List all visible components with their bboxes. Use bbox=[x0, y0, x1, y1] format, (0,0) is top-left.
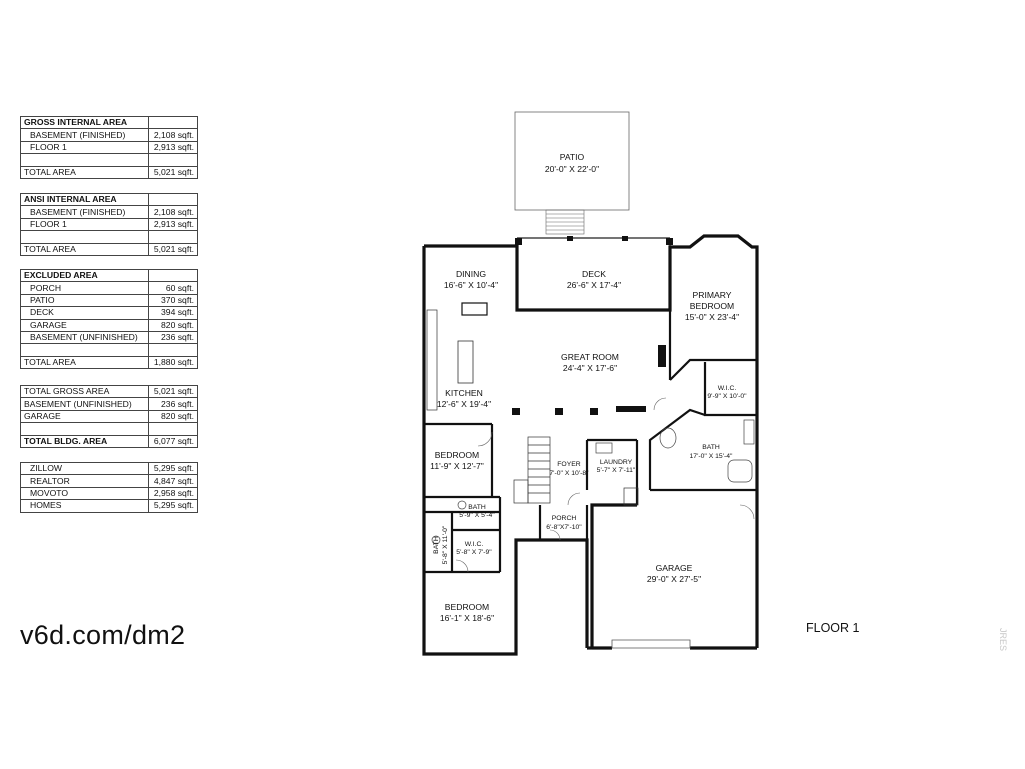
bath-primary-dims: 17'-0" X 15'-4" bbox=[690, 453, 734, 460]
area-value bbox=[148, 192, 198, 207]
area-table-row bbox=[20, 230, 198, 244]
area-label: TOTAL AREA bbox=[20, 242, 149, 256]
great-room-dims: 24'-4" X 17'-6" bbox=[563, 363, 617, 373]
area-table-row: BASEMENT (FINISHED)2,108 sqft. bbox=[20, 128, 198, 142]
area-value: 5,021 sqft. bbox=[148, 165, 198, 179]
kitchen-dims: 12'-6" X 19'-4" bbox=[437, 399, 491, 409]
columns bbox=[512, 236, 673, 415]
primary-bedroom-dims: 15'-0" X 23'-4" bbox=[685, 312, 739, 322]
area-value: 5,021 sqft. bbox=[148, 242, 198, 256]
foyer-label: FOYER bbox=[557, 461, 581, 468]
laundry-dims: 5'-7" X 7'-11" bbox=[597, 467, 636, 474]
area-table-row: BASEMENT (UNFINISHED)236 sqft. bbox=[20, 397, 198, 411]
area-value: 394 sqft. bbox=[148, 306, 198, 320]
garage-dims: 29'-0" X 27'-5" bbox=[647, 574, 701, 584]
wic-primary-dims: 9'-9" X 10'-0" bbox=[707, 393, 747, 400]
area-table-row bbox=[20, 153, 198, 167]
garage-label: GARAGE bbox=[656, 563, 693, 573]
deck-label: DECK bbox=[582, 269, 606, 279]
area-value: 2,913 sqft. bbox=[148, 217, 198, 232]
area-value bbox=[148, 230, 198, 244]
area-table-row: ANSI INTERNAL AREA bbox=[20, 192, 198, 207]
interior-walls bbox=[424, 310, 757, 574]
area-value: 6,077 sqft. bbox=[148, 434, 198, 448]
wic-small-label: W.I.C. bbox=[465, 541, 484, 548]
bath-small-label: BATH bbox=[468, 504, 486, 511]
dining-table bbox=[461, 302, 488, 316]
area-label: HOMES bbox=[20, 499, 149, 513]
patio-dims: 20'-0" X 22'-0" bbox=[545, 164, 599, 174]
patio-label: PATIO bbox=[560, 152, 585, 162]
bedroom-mid-dims: 11'-9" X 12'-7" bbox=[430, 461, 484, 471]
bath-side-label: BATH bbox=[433, 536, 440, 554]
deck-stairs bbox=[545, 209, 585, 235]
porch-dims: 6'-8"X7'-10" bbox=[546, 524, 582, 531]
kitchen-counter bbox=[426, 309, 438, 411]
tour-url[interactable]: v6d.com/dm2 bbox=[20, 620, 186, 650]
bedroom-mid-label: BEDROOM bbox=[435, 450, 479, 460]
main-stairs bbox=[513, 436, 639, 506]
area-value: 5,295 sqft. bbox=[148, 499, 198, 513]
floor-label: FLOOR 1 bbox=[806, 621, 860, 635]
dining-label: DINING bbox=[456, 269, 486, 279]
kitchen-label: KITCHEN bbox=[445, 388, 483, 398]
area-value: 2,108 sqft. bbox=[148, 128, 198, 142]
bath-fixtures bbox=[431, 419, 755, 545]
garage-door bbox=[611, 639, 691, 649]
deck-dims: 26'-6" X 17'-4" bbox=[567, 280, 621, 290]
exterior-walls bbox=[422, 234, 759, 656]
bath-small-dims: 5'-9" X 5'-4" bbox=[459, 512, 495, 519]
wic-small-dims: 5'-8" X 7'-9" bbox=[456, 549, 492, 556]
area-value: 1,880 sqft. bbox=[148, 355, 198, 370]
primary-bedroom-label: PRIMARY bbox=[693, 290, 732, 300]
wic-primary-label: W.I.C. bbox=[718, 385, 737, 392]
primary-bedroom-label-2: BEDROOM bbox=[690, 301, 734, 311]
door-swings bbox=[455, 397, 755, 573]
area-value: 2,108 sqft. bbox=[148, 205, 198, 219]
bedroom-lower-label: BEDROOM bbox=[445, 602, 489, 612]
area-table-row: BASEMENT (UNFINISHED)236 sqft. bbox=[20, 330, 198, 345]
dining-dims: 16'-6" X 10'-4" bbox=[444, 280, 498, 290]
area-value: 2,913 sqft. bbox=[148, 140, 198, 155]
bedroom-lower-dims: 16'-1" X 18'-6" bbox=[440, 613, 494, 623]
bath-primary-label: BATH bbox=[702, 444, 720, 451]
laundry-label: LAUNDRY bbox=[600, 459, 633, 466]
area-label: ANSI INTERNAL AREA bbox=[20, 192, 149, 207]
porch-label: PORCH bbox=[552, 515, 577, 522]
great-room-label: GREAT ROOM bbox=[561, 352, 619, 362]
bath-side-dims: 5'-8" X 11'-0" bbox=[442, 525, 449, 564]
area-value: 236 sqft. bbox=[148, 330, 198, 345]
area-table-row: BASEMENT (FINISHED)2,108 sqft. bbox=[20, 205, 198, 219]
area-value bbox=[148, 153, 198, 167]
kitchen-island bbox=[457, 340, 474, 384]
foyer-dims: 7'-0" X 10'-8" bbox=[549, 470, 589, 477]
